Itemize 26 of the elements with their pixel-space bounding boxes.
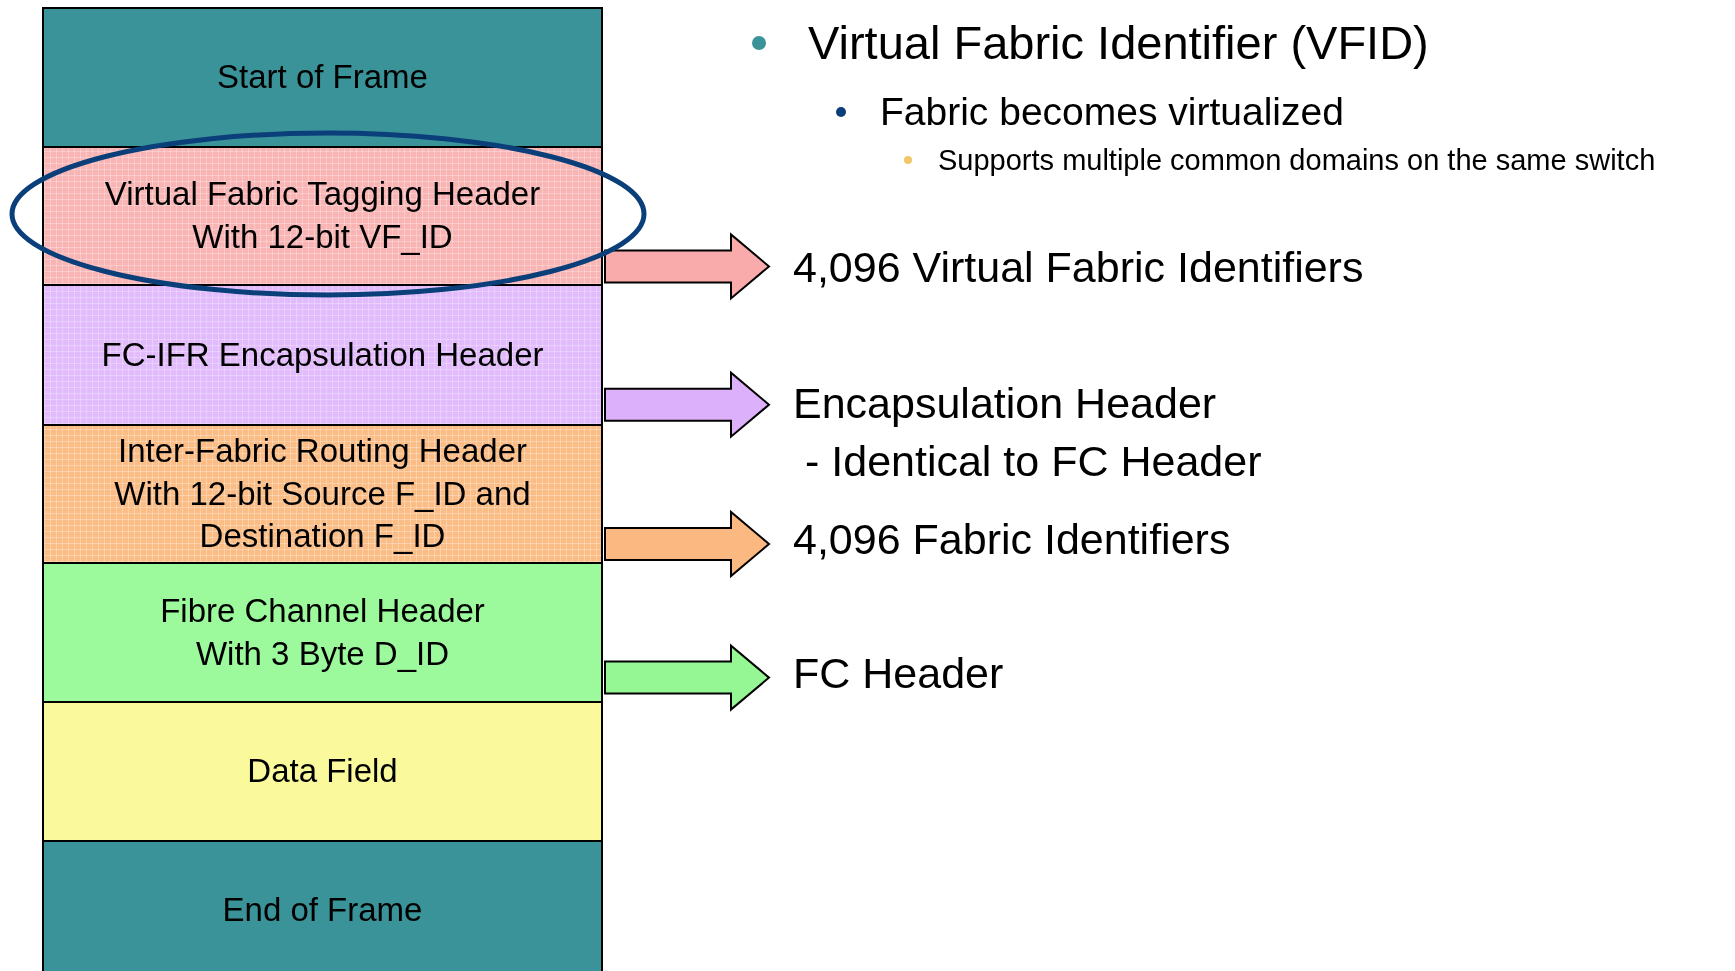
header-row <box>42 562 603 703</box>
field-description: 4,096 Fabric Identifiers <box>793 513 1231 565</box>
header-row <box>42 284 603 426</box>
frame-delimiter-row <box>42 7 603 148</box>
header-row <box>42 424 603 564</box>
header-row <box>42 146 603 286</box>
data-row <box>42 701 603 842</box>
field-description: Encapsulation Header <box>793 377 1217 429</box>
row-label: FC-IFR Encapsulation Header <box>101 334 544 375</box>
row-label: Virtual Fabric Tagging Header With 12-bit VF_ID <box>103 174 542 257</box>
row-label: End of Frame <box>222 889 423 930</box>
frame-delimiter-row <box>42 840 603 971</box>
row-label: Data Field <box>247 751 398 792</box>
bullet-text: Virtual Fabric Identifier (VFID) <box>808 15 1429 71</box>
row-label: Inter-Fabric Routing Header With 12-bit Source F_ID and Destination F_ID <box>113 430 532 557</box>
block-arrow <box>604 370 771 439</box>
block-arrow <box>604 509 771 579</box>
field-description: - Identical to FC Header <box>804 436 1262 487</box>
field-description: FC Header <box>793 647 1004 699</box>
row-label: Fibre Channel Header With 3 Byte D_ID <box>159 590 486 674</box>
bullet-text: Fabric becomes virtualized <box>880 89 1344 135</box>
row-label: Start of Frame <box>217 57 428 98</box>
block-arrow <box>604 643 771 712</box>
block-arrow <box>604 232 771 301</box>
field-description: 4,096 Virtual Fabric Identifiers <box>793 241 1364 293</box>
bullet-text: Supports multiple common domains on the same switch <box>938 143 1656 178</box>
